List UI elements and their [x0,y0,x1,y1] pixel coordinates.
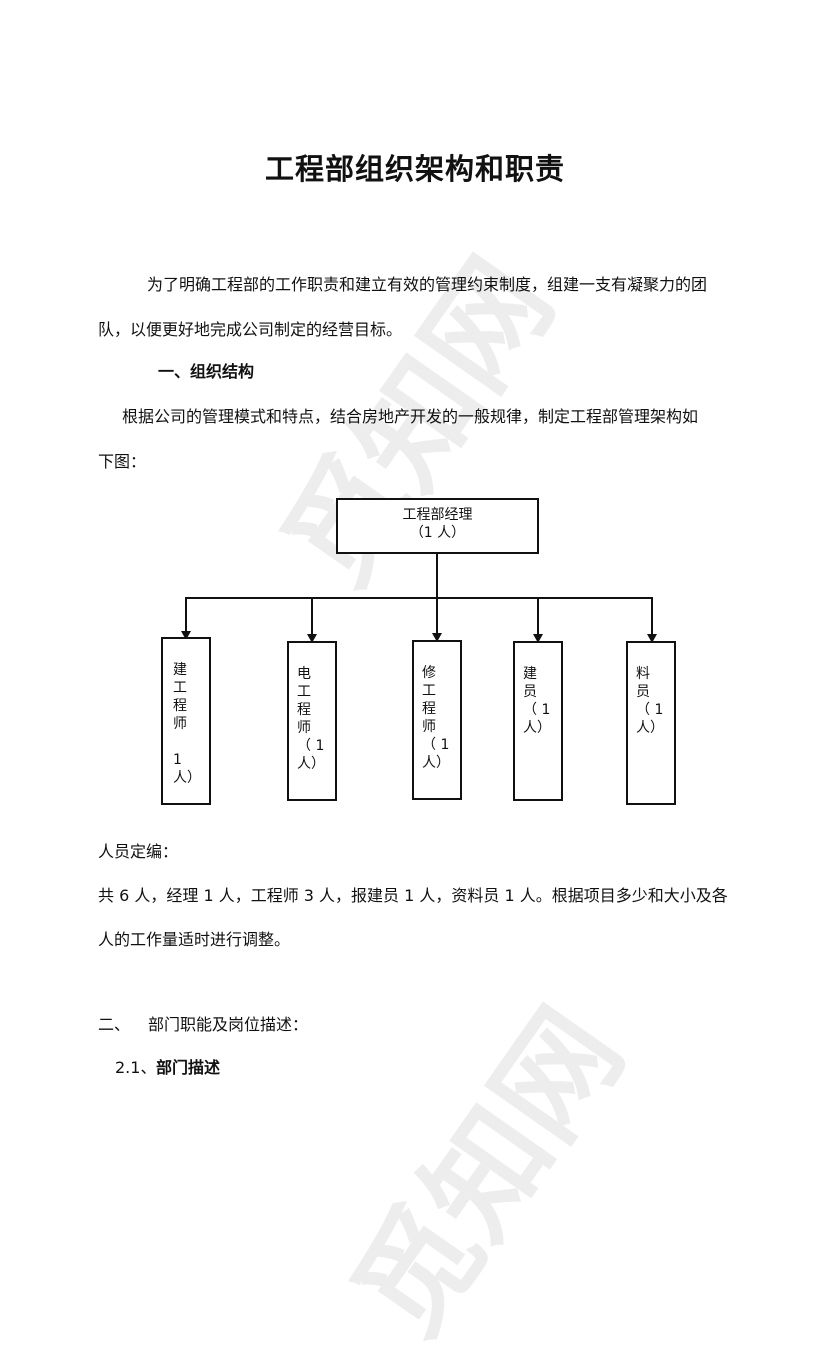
org-node-manager [336,498,539,554]
staffing-line1: 共 6 人，经理 1 人，工程师 3 人，报建员 1 人，资料员 1 人。根据项… [98,886,728,905]
page-title: 工程部组织架构和职责 [264,152,565,186]
org-node-civil-engineer [161,637,211,805]
section21-number: 2.1、 [115,1058,157,1077]
org-node-electrical-engineer [287,641,337,801]
org-node-document-clerk [626,641,676,805]
section1-heading: 一、组织结构 [158,362,255,381]
connector-vertical-root [436,554,438,598]
org-node-maintenance-engineer [412,640,462,800]
arrow-down-icon [181,631,191,640]
section2-number: 二、 [98,1015,131,1034]
staffing-line2: 人的工作量适时进行调整。 [98,930,291,949]
connector-child-1 [185,597,187,631]
section2-heading: 部门职能及岗位描述： [148,1015,309,1034]
connector-horizontal [185,597,653,599]
arrow-down-icon [307,634,317,643]
arrow-down-icon [647,634,657,643]
section21-heading: 部门描述 [156,1058,221,1077]
org-node-maintenance-engineer-label: 修 工 程 师 （ 1 人） [422,665,450,771]
org-node-permit-officer [513,641,563,801]
connector-child-4 [537,597,539,635]
org-node-permit-officer-label: 建 员 （ 1 人） [523,666,551,736]
org-node-electrical-engineer-label: 电 工 程 师 （ 1 人） [297,666,325,772]
intro-paragraph-line1: 为了明确工程部的工作职责和建立有效的管理约束制度，组建一支有凝聚力的团 [147,275,708,294]
org-node-manager-label: 工程部经理 （1 人） [402,507,473,541]
org-node-document-clerk-label: 料 员 （ 1 人） [636,666,664,736]
org-node-civil-engineer-label: 建 工 程 师 1 人） [173,662,201,786]
section1-paragraph-line1: 根据公司的管理模式和特点，结合房地产开发的一般规律，制定工程部管理架构如 [122,407,699,426]
watermark-bottom: 觅知网 [329,986,650,1361]
connector-child-2 [311,597,313,635]
section1-paragraph-line2: 下图： [98,452,147,471]
connector-child-3 [436,597,438,634]
intro-paragraph-line2: 队，以便更好地完成公司制定的经营目标。 [98,320,403,339]
connector-child-5 [651,597,653,635]
arrow-down-icon [533,634,543,643]
arrow-down-icon [432,633,442,642]
staffing-label: 人员定编： [98,842,179,861]
